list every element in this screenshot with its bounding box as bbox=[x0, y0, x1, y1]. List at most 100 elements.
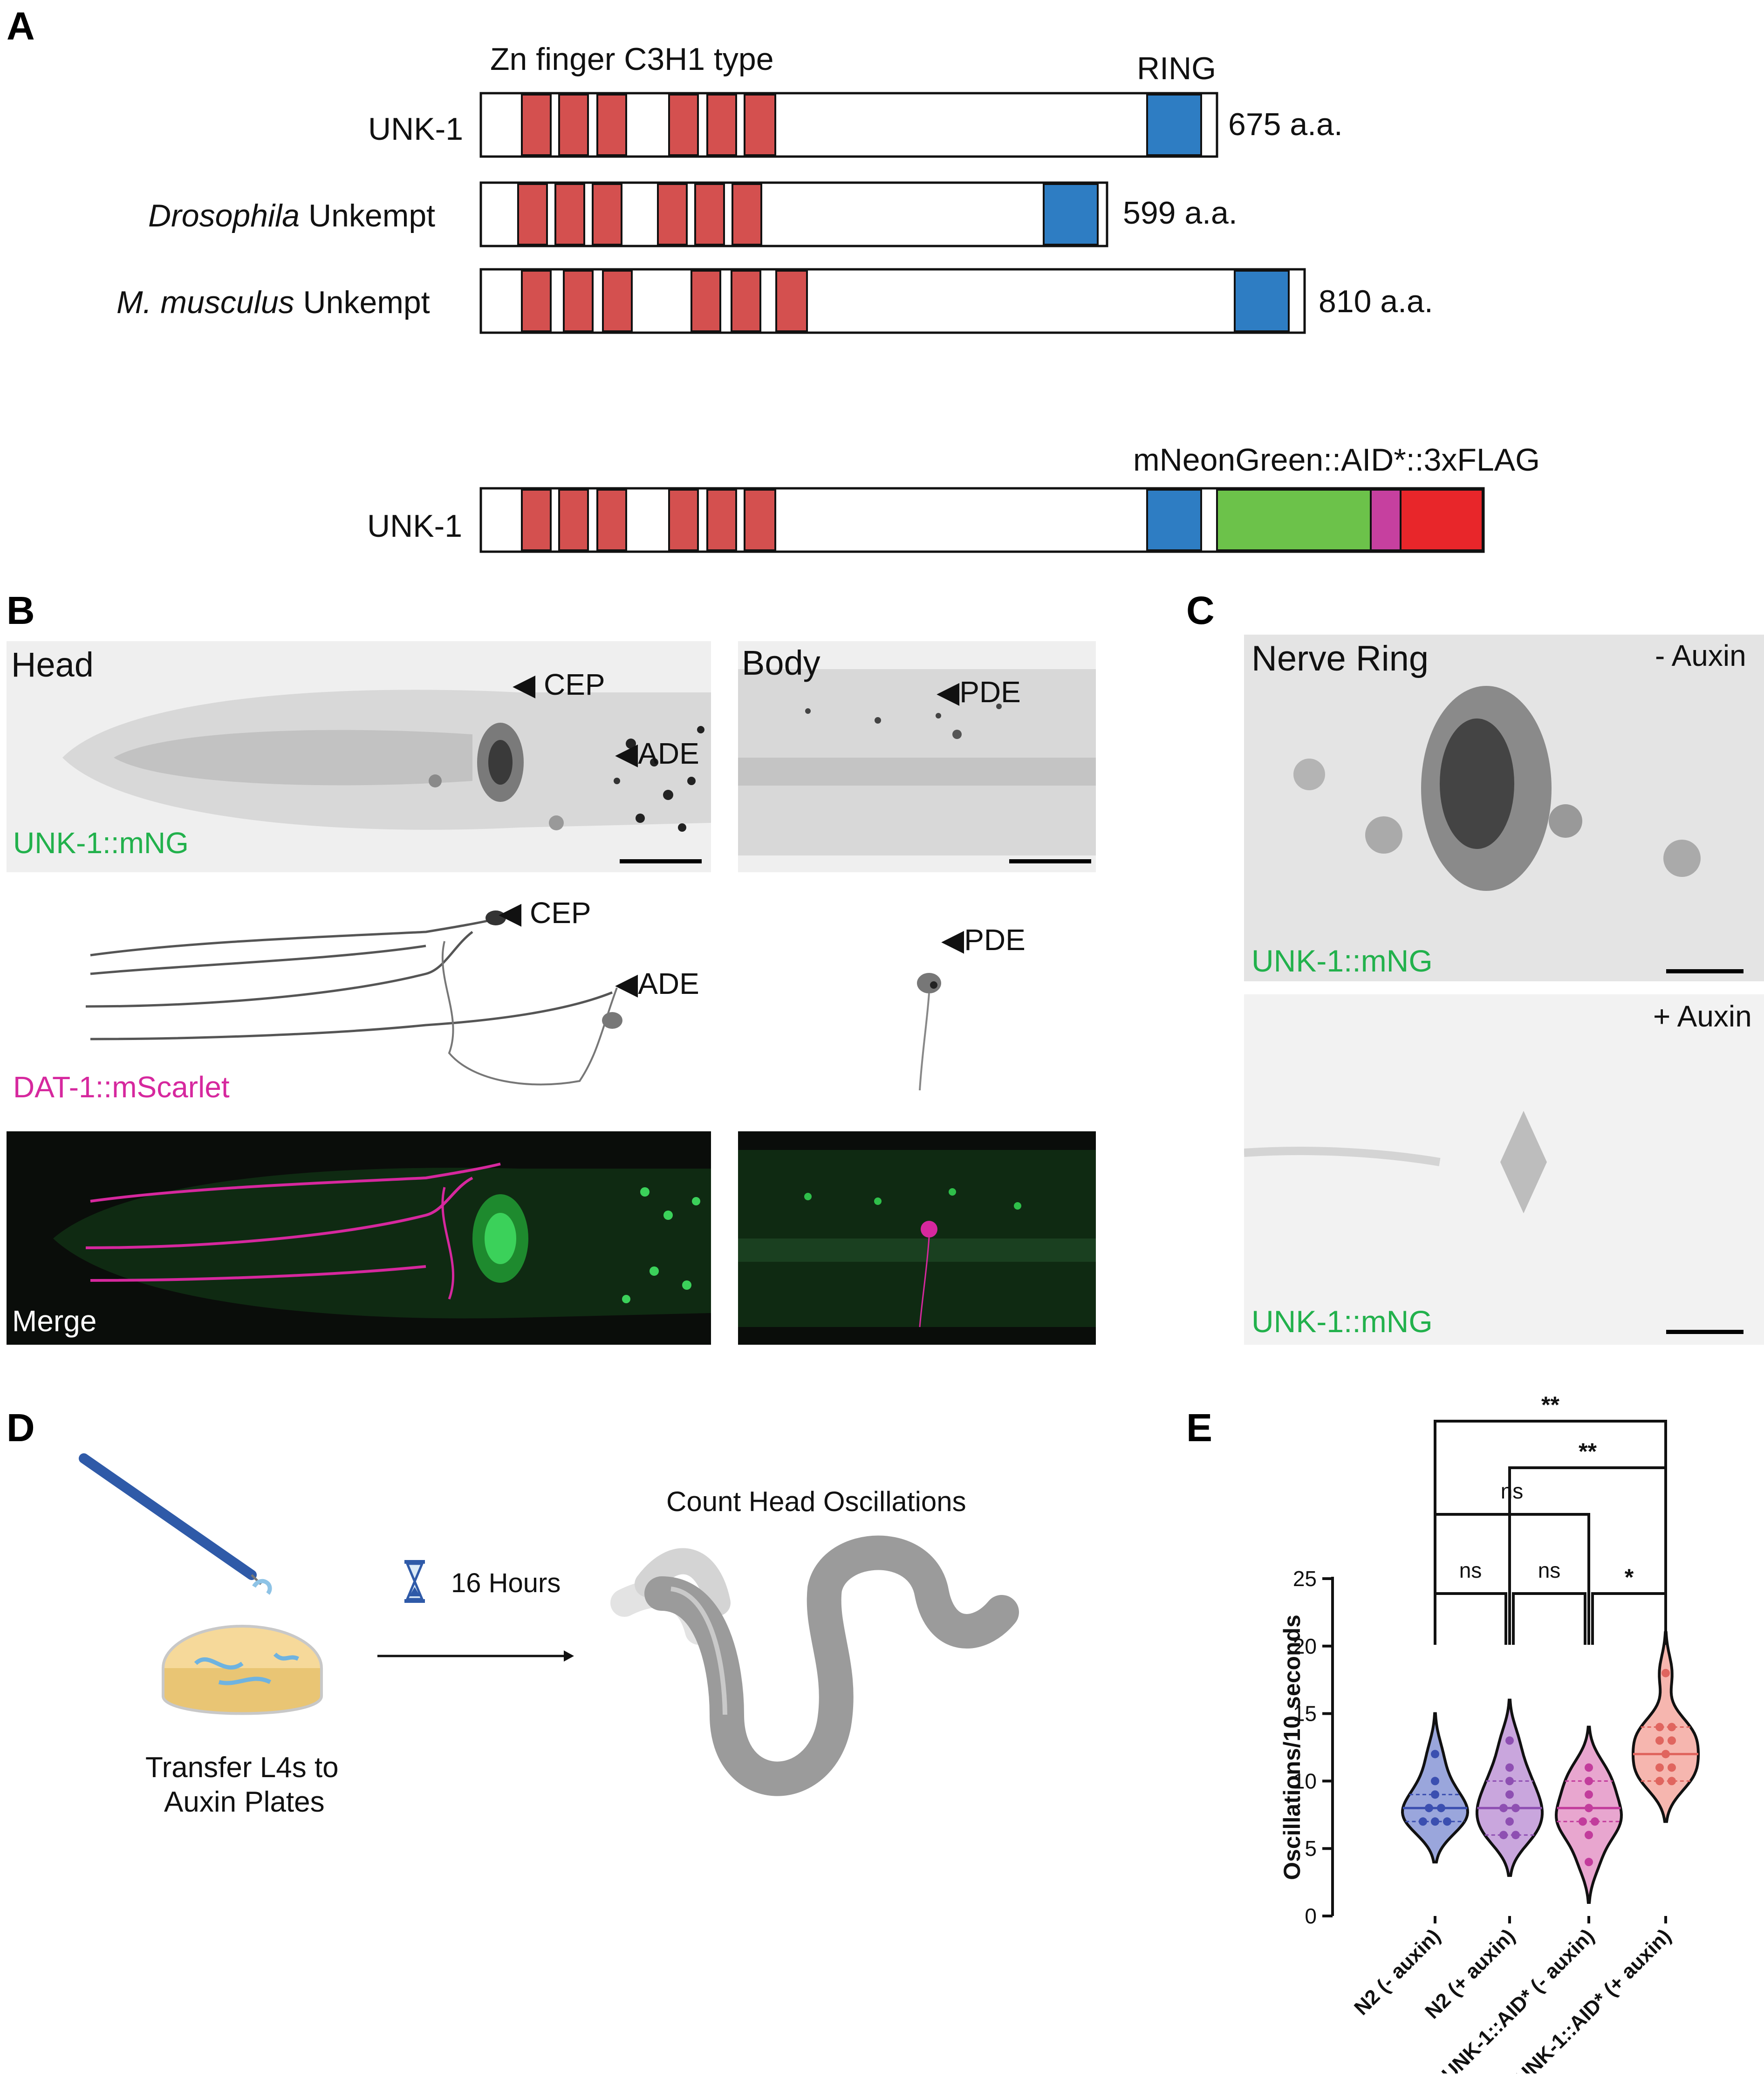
zinc-finger-domain bbox=[744, 94, 776, 156]
ring-label: RING bbox=[1137, 51, 1216, 86]
body-pde-label: ◀PDE bbox=[937, 675, 1021, 709]
nerve-ring-minus-auxin-image bbox=[1244, 635, 1764, 981]
timeline-arrow bbox=[377, 1650, 574, 1662]
zinc-finger-domain bbox=[732, 183, 762, 246]
petri-dish-icon bbox=[162, 1625, 323, 1715]
zinc-finger-domain bbox=[691, 270, 721, 332]
protein-name-drosophila: Drosophila Unkempt bbox=[148, 198, 436, 233]
zinc-finger-domain bbox=[668, 489, 699, 551]
significance-label: * bbox=[1625, 1564, 1634, 1590]
nerve-ring-label: Nerve Ring bbox=[1251, 639, 1429, 678]
data-point bbox=[1668, 1777, 1676, 1786]
zinc-finger-domain bbox=[602, 270, 633, 332]
significance-label: ** bbox=[1541, 1392, 1559, 1418]
merge-label: Merge bbox=[12, 1304, 97, 1338]
zinc-finger-domain bbox=[554, 183, 585, 246]
zinc-finger-domain bbox=[657, 183, 688, 246]
head-dat1-cep-label: ◀ CEP bbox=[499, 896, 591, 930]
data-point bbox=[1655, 1763, 1664, 1772]
ring-domain bbox=[1146, 94, 1202, 156]
scale-bar bbox=[1009, 859, 1091, 863]
protein-length-drosophila: 599 a.a. bbox=[1123, 195, 1238, 231]
significance-bracket bbox=[1512, 1592, 1586, 1645]
head-mng-image bbox=[7, 641, 711, 872]
significance-bracket bbox=[1434, 1513, 1590, 1645]
zinc-finger-domain bbox=[706, 489, 737, 551]
unk1-fusion-domain-bar bbox=[479, 487, 1485, 553]
nerve-ring-plus-auxin-image bbox=[1244, 994, 1764, 1345]
data-point bbox=[1443, 1817, 1451, 1826]
head-merge-image bbox=[7, 1131, 711, 1345]
mneongreen-domain bbox=[1216, 489, 1372, 551]
panel-letter-b: B bbox=[7, 588, 35, 632]
data-point bbox=[1431, 1750, 1439, 1758]
data-point bbox=[1585, 1858, 1593, 1867]
worm-pick-icon bbox=[79, 1453, 272, 1595]
data-point bbox=[1499, 1804, 1508, 1813]
body-mng-image bbox=[738, 641, 1096, 872]
data-point bbox=[1505, 1790, 1514, 1799]
violin-2 bbox=[1476, 1698, 1544, 1877]
data-point bbox=[1431, 1817, 1439, 1826]
data-point bbox=[1661, 1750, 1670, 1758]
hourglass-icon bbox=[404, 1560, 425, 1603]
y-tick-label: 20 bbox=[1293, 1634, 1317, 1658]
zinc-finger-domain bbox=[563, 270, 594, 332]
minus-auxin-label: - Auxin bbox=[1655, 639, 1746, 672]
worm-illustration bbox=[610, 1535, 1019, 1796]
zinc-finger-domain bbox=[775, 270, 808, 332]
workflow-illustration bbox=[79, 1453, 1019, 1796]
dat1-channel-label: DAT-1::mScarlet bbox=[13, 1070, 230, 1104]
data-point bbox=[1431, 1790, 1439, 1799]
zn-finger-label: Zn finger C3H1 type bbox=[490, 41, 774, 77]
nerve-ring-minus-auxin-micrograph bbox=[1244, 635, 1764, 981]
data-point bbox=[1668, 1763, 1676, 1772]
body-merge-image bbox=[738, 1131, 1096, 1345]
data-point bbox=[1668, 1736, 1676, 1745]
body-dat1-image bbox=[738, 885, 1096, 1109]
zinc-finger-domain bbox=[706, 94, 737, 156]
data-point bbox=[1655, 1777, 1664, 1786]
zinc-finger-domain bbox=[517, 183, 548, 246]
zinc-finger-domain bbox=[592, 183, 622, 246]
head-dat1-image bbox=[7, 885, 711, 1109]
panel-letter-d: D bbox=[7, 1406, 35, 1450]
data-point bbox=[1505, 1736, 1514, 1745]
step1-line1: Transfer L4s to bbox=[145, 1752, 339, 1784]
data-point bbox=[1431, 1777, 1439, 1786]
scale-bar bbox=[1666, 969, 1743, 973]
head-dat1-ade-label: ◀ADE bbox=[615, 967, 699, 1000]
aid-domain bbox=[1370, 489, 1402, 551]
head-merge-micrograph bbox=[53, 1163, 711, 1319]
panel-letter-a: A bbox=[7, 4, 35, 48]
significance-label: ns bbox=[1459, 1558, 1482, 1582]
data-point bbox=[1655, 1723, 1664, 1731]
data-point bbox=[1505, 1777, 1514, 1786]
zinc-finger-domain bbox=[744, 489, 776, 551]
protein-name-unk1: UNK-1 bbox=[368, 111, 464, 147]
protein-name-musculus: M. musculus Unkempt bbox=[116, 285, 430, 320]
time-label: 16 Hours bbox=[451, 1568, 561, 1598]
panel-letter-e: E bbox=[1186, 1406, 1213, 1450]
data-point bbox=[1661, 1669, 1670, 1677]
nerve-ring-plus-auxin-micrograph bbox=[1244, 994, 1764, 1345]
data-point bbox=[1505, 1763, 1514, 1772]
body-dat1-pde-label: ◀PDE bbox=[941, 923, 1026, 957]
zinc-finger-domain bbox=[668, 94, 699, 156]
y-tick-label: 15 bbox=[1293, 1702, 1317, 1726]
fusion-tag-label: mNeonGreen::AID*::3xFLAG bbox=[1133, 442, 1540, 478]
minus-auxin-mng-label: UNK-1::mNG bbox=[1251, 944, 1433, 978]
zinc-finger-domain bbox=[596, 489, 627, 551]
data-point bbox=[1437, 1804, 1445, 1813]
data-point bbox=[1668, 1723, 1676, 1731]
data-point bbox=[1591, 1817, 1599, 1826]
body-dat1-micrograph bbox=[917, 973, 941, 1091]
protein-name-unk1-fusion: UNK-1 bbox=[367, 508, 463, 544]
unk1-domain-bar bbox=[479, 92, 1218, 158]
zinc-finger-domain bbox=[521, 489, 552, 551]
zinc-finger-domain bbox=[521, 270, 552, 332]
significance-bracket bbox=[1434, 1592, 1507, 1645]
data-point bbox=[1585, 1763, 1593, 1772]
body-label: Body bbox=[742, 643, 820, 682]
